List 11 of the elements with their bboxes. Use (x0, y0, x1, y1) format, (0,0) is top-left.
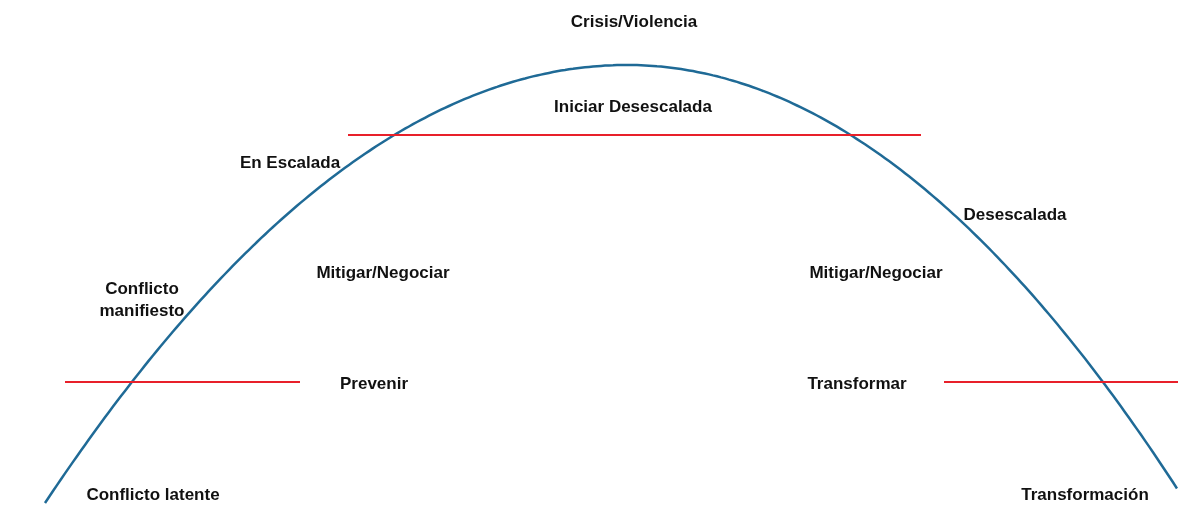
stage-label: Desescalada (963, 204, 1067, 226)
stage-label: Conflicto latente (86, 484, 220, 505)
stage-label: Crisis/Violencia (570, 11, 698, 33)
stage-label: Transformar (807, 373, 907, 395)
stage-label: En Escalada (239, 152, 341, 174)
stage-label: Iniciar Desescalada (554, 96, 712, 118)
stage-label: Mitigar/Negociar (809, 262, 943, 284)
stage-label: Transformación (1021, 484, 1149, 505)
stage-label: Mitigar/Negociar (316, 262, 450, 284)
stage-label: Conflicto manifiesto (98, 278, 186, 322)
stage-label: Prevenir (340, 373, 408, 395)
